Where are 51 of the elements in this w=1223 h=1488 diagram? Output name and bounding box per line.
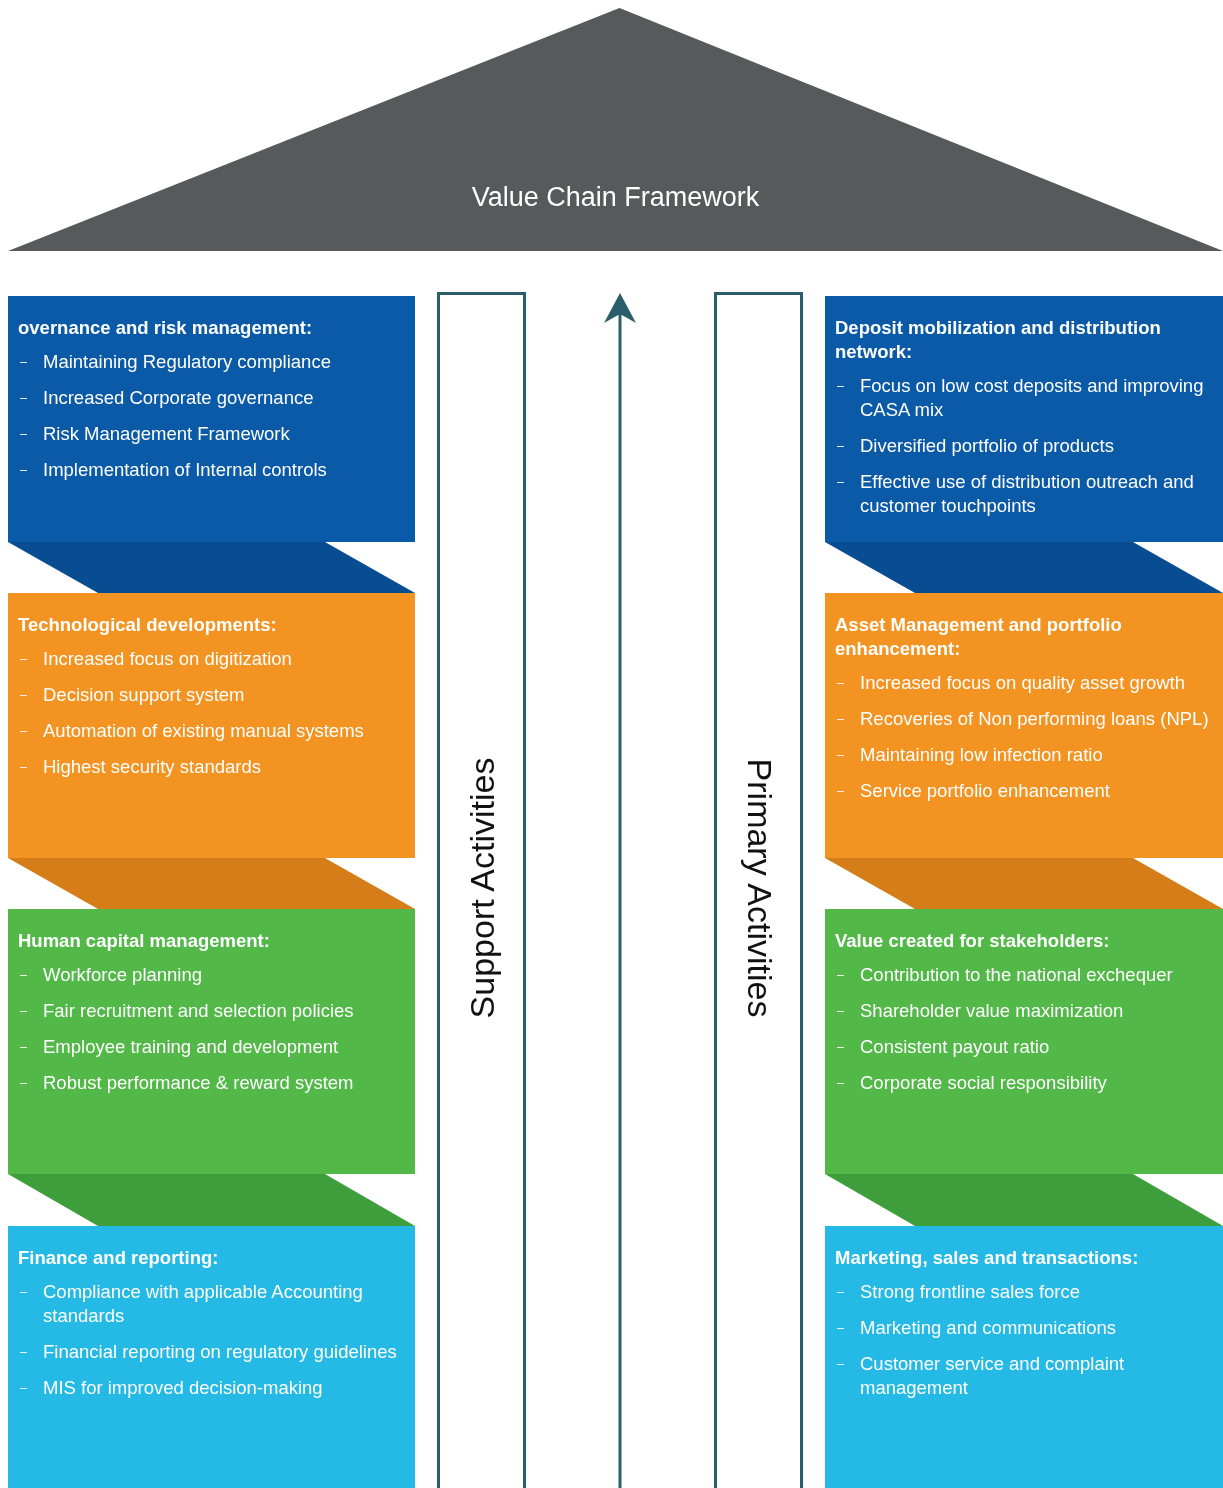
activity-panel [825, 1226, 1223, 1488]
list-item-text: Focus on low cost deposits and improving CASA mix [860, 374, 1205, 422]
list-item-text: Increased focus on digitization [43, 647, 292, 671]
list-item-text: Increased Corporate governance [43, 386, 314, 410]
panel-heading: Value created for stakeholders: [835, 929, 1111, 953]
list-item-text: Highest security standards [43, 755, 261, 779]
list-item-text: Risk Management Framework [43, 422, 290, 446]
list-item-text: Workforce planning [43, 963, 203, 987]
panel-heading: Technological developments: [18, 613, 278, 637]
panel-heading: Finance and reporting: [18, 1246, 220, 1270]
pillar-column [714, 292, 803, 1488]
list-item-text: Implementation of Internal controls [43, 458, 327, 482]
list-item-text: Employee training and development [43, 1035, 339, 1059]
panel-heading: Human capital management: [18, 929, 271, 953]
list-item-text: Decision support system [43, 683, 245, 707]
activity-panel [8, 593, 415, 858]
pillar-column [437, 292, 526, 1488]
activity-panel [8, 909, 415, 1174]
activity-panel [825, 909, 1223, 1174]
list-item-text: Recoveries of Non performing loans (NPL) [860, 707, 1209, 731]
roof-title: Value Chain Framework [470, 182, 761, 213]
activity-panel [825, 593, 1223, 858]
list-item-text: Maintaining Regulatory compliance [43, 350, 331, 374]
list-item-text: Compliance with applicable Accounting standards [43, 1280, 364, 1328]
panel-heading: Marketing, sales and transactions: [835, 1246, 1140, 1270]
panel-heading: overnance and risk management: [18, 316, 314, 340]
list-item-text: Maintaining low infection ratio [860, 743, 1103, 767]
list-item-text: Strong frontline sales force [860, 1280, 1081, 1304]
list-item-text: Service portfolio enhancement [860, 779, 1110, 803]
pillar-label: Primary Activities [739, 758, 778, 1018]
list-item-text: Effective use of distribution outreach and customer touchpoints [860, 470, 1195, 518]
list-item-text: Contribution to the national exchequer [860, 963, 1173, 987]
activity-panel [8, 296, 415, 542]
list-item-text: Customer service and complaint management [860, 1352, 1126, 1400]
list-item-text: MIS for improved decision-making [43, 1376, 323, 1400]
roof-triangle [8, 8, 1223, 251]
list-item-text: Corporate social responsibility [860, 1071, 1107, 1095]
list-item-text: Diversified portfolio of products [860, 434, 1114, 458]
list-item-text: Financial reporting on regulatory guidelines [43, 1340, 397, 1364]
list-item-text: Robust performance & reward system [43, 1071, 354, 1095]
activity-panel [8, 1226, 415, 1488]
list-item-text: Marketing and communications [860, 1316, 1117, 1340]
panel-heading: Asset Management and portfolio enhancement: [835, 613, 1123, 661]
list-item-text: Consistent payout ratio [860, 1035, 1050, 1059]
list-item-text: Fair recruitment and selection policies [43, 999, 354, 1023]
activity-panel [825, 296, 1223, 542]
list-item-text: Shareholder value maximization [860, 999, 1124, 1023]
panel-heading: Deposit mobilization and distribution network: [835, 316, 1162, 364]
list-item-text: Automation of existing manual systems [43, 719, 364, 743]
pillar-label: Support Activities [462, 757, 501, 1019]
list-item-text: Increased focus on quality asset growth [860, 671, 1185, 695]
